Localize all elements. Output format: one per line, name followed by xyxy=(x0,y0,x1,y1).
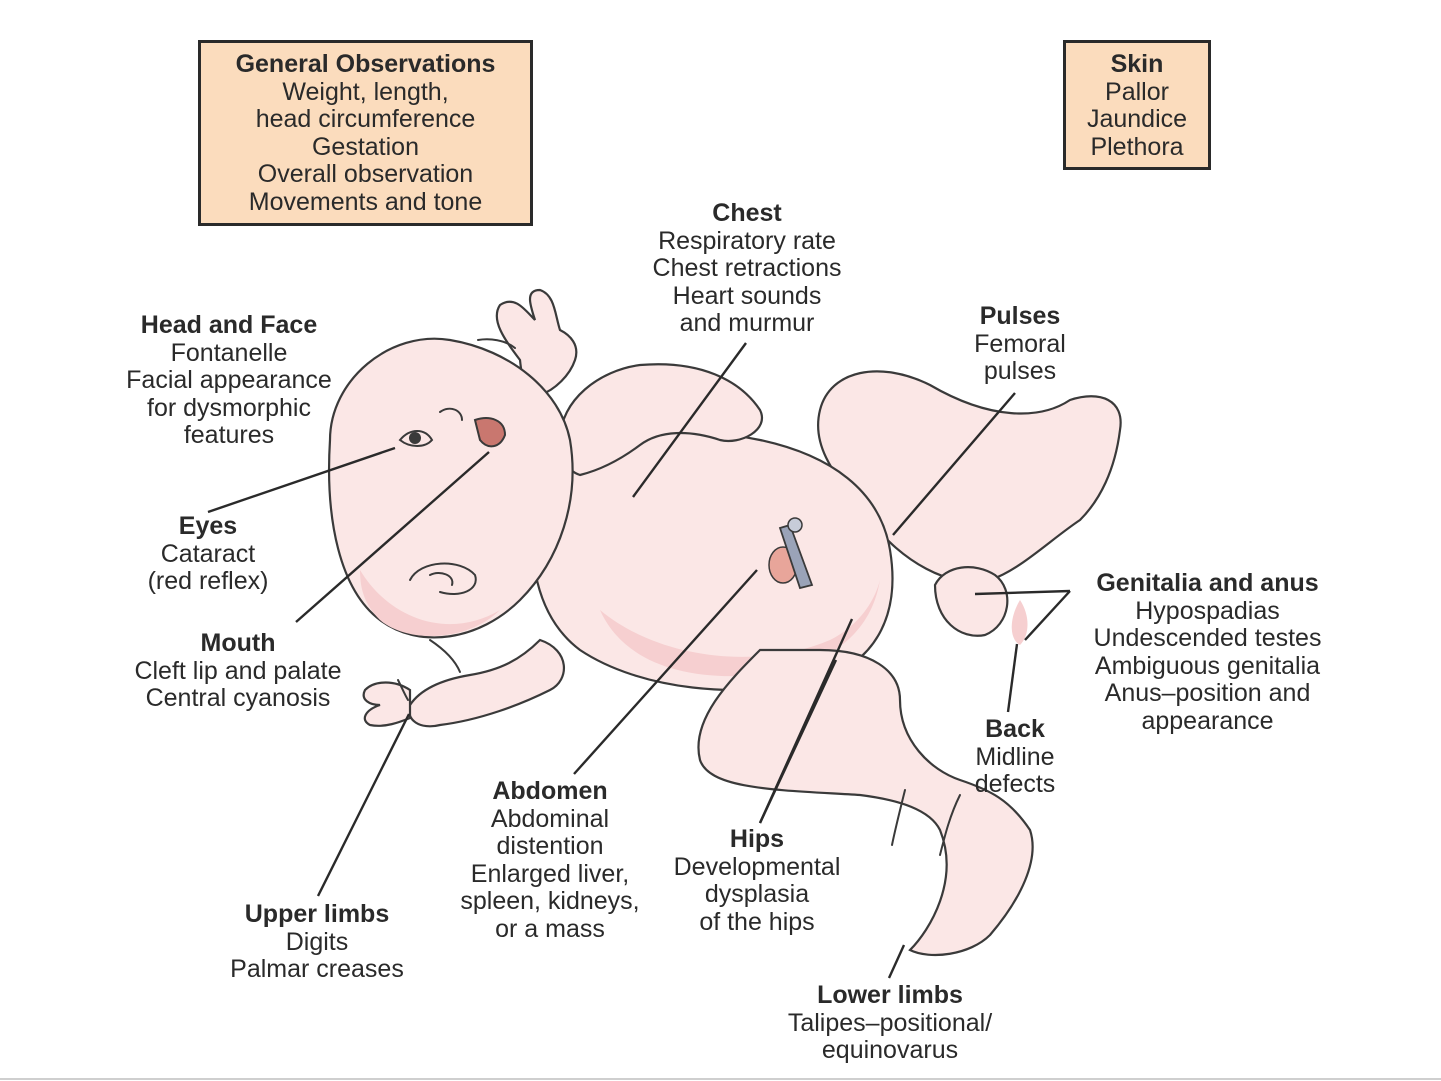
skin-line: Pallor xyxy=(1105,77,1169,106)
mouth-label: Mouth Cleft lip and palate Central cyano… xyxy=(98,629,378,713)
upper-limbs-line: Digits xyxy=(285,927,349,956)
back-label: Back Midline defects xyxy=(935,715,1095,799)
sock-band xyxy=(891,789,961,856)
pulses-line: Femoral xyxy=(974,329,1066,358)
bottom-divider xyxy=(0,1078,1441,1080)
eyes-line: (red reflex) xyxy=(147,567,269,595)
genitalia-line: appearance xyxy=(1141,706,1274,735)
mouth-line: Central cyanosis xyxy=(145,684,331,712)
head-face-line: for dysmorphic xyxy=(147,393,311,422)
upper-limbs-line: Palmar creases xyxy=(230,955,404,983)
genital-region xyxy=(933,566,1009,637)
abdomen-line: distention xyxy=(496,832,604,860)
chest-line: and murmur xyxy=(679,309,815,337)
genitalia-line: Hypospadias xyxy=(1135,596,1280,625)
abdomen-line: spleen, kidneys, xyxy=(460,887,640,915)
genitalia-line: Undescended testes xyxy=(1093,624,1322,652)
mouth-heading: Mouth xyxy=(200,629,276,657)
head-face-heading: Head and Face xyxy=(140,311,318,339)
general-line: Movements and tone xyxy=(248,187,483,216)
hips-line: of the hips xyxy=(699,907,815,936)
hips-leader-b xyxy=(758,659,838,824)
genital-shading xyxy=(1011,600,1028,645)
abdomen-line: Abdominal xyxy=(490,804,610,833)
umbilical-clamp xyxy=(778,523,814,590)
lower-limbs-line: Talipes–positional/ xyxy=(787,1008,993,1037)
chest-line: Heart sounds xyxy=(672,281,822,310)
chest-line: Chest retractions xyxy=(652,254,842,282)
mouth-line: Cleft lip and palate xyxy=(134,656,342,685)
lower-limbs-heading: Lower limbs xyxy=(817,981,963,1009)
back-leader xyxy=(1006,643,1019,713)
upper-limbs-heading: Upper limbs xyxy=(244,900,390,928)
abdomen-leader xyxy=(573,569,758,775)
general-line: Overall observation xyxy=(257,160,474,188)
general-line: Gestation xyxy=(311,132,419,161)
head-face-line: Facial appearance xyxy=(126,366,332,394)
back-line: Midline xyxy=(975,742,1055,771)
genitalia-leader-b xyxy=(1024,590,1071,641)
general-observations-box: General Observations Weight, length, hea… xyxy=(198,40,533,226)
eye-pupil xyxy=(409,432,421,444)
pulses-leader xyxy=(892,392,1016,536)
genitalia-line: Anus–position and xyxy=(1104,679,1311,707)
clamp-tip xyxy=(787,517,803,533)
mouth-leader xyxy=(295,451,490,623)
genitalia-heading: Genitalia and anus xyxy=(1096,569,1319,597)
skin-heading: Skin xyxy=(1110,50,1164,78)
lower-fingers xyxy=(397,639,461,701)
upper-limbs-leader xyxy=(316,713,411,897)
lower-limbs-label: Lower limbs Talipes–positional/ equinova… xyxy=(755,981,1025,1065)
skin-line: Jaundice xyxy=(1086,105,1188,133)
head-shading xyxy=(360,570,500,637)
abdomen-line: or a mass xyxy=(495,914,605,943)
abdomen-line: Enlarged liver, xyxy=(470,859,630,888)
eyes-line: Cataract xyxy=(160,539,256,568)
left-leg xyxy=(697,648,1034,957)
chest-label: Chest Respiratory rate Chest retractions… xyxy=(597,199,897,338)
pulses-line: pulses xyxy=(983,357,1057,385)
head-face-line: Fontanelle xyxy=(170,338,288,367)
eye-outline xyxy=(398,430,434,447)
genitalia-label: Genitalia and anus Hypospadias Undescend… xyxy=(1060,569,1355,735)
lower-hand xyxy=(362,681,412,727)
lower-arm xyxy=(407,638,565,728)
mouth-open xyxy=(473,417,507,448)
back-heading: Back xyxy=(985,715,1045,743)
hips-label: Hips Developmental dysplasia of the hips xyxy=(647,825,867,936)
hips-line: dysplasia xyxy=(704,880,810,908)
head-face-label: Head and Face Fontanelle Facial appearan… xyxy=(84,311,374,450)
general-line: head circumference xyxy=(255,105,476,133)
chest-line: Respiratory rate xyxy=(658,226,836,255)
chest-heading: Chest xyxy=(712,199,782,227)
eyes-leader xyxy=(207,446,396,514)
genitalia-leader-a xyxy=(974,589,1071,596)
infant-illustration xyxy=(327,288,1122,957)
abdomen-heading: Abdomen xyxy=(492,777,608,805)
eyes-label: Eyes Cataract (red reflex) xyxy=(108,512,308,596)
lower-limbs-line: equinovarus xyxy=(821,1036,959,1064)
lower-limbs-leader xyxy=(887,944,906,979)
hips-heading: Hips xyxy=(729,825,785,853)
pulses-label: Pulses Femoral pulses xyxy=(920,302,1120,386)
eyes-heading: Eyes xyxy=(178,512,238,540)
head-face-line: features xyxy=(183,421,275,449)
nose xyxy=(439,407,463,421)
upper-limbs-label: Upper limbs Digits Palmar creases xyxy=(197,900,437,984)
ear xyxy=(409,562,477,595)
skin-box: Skin Pallor Jaundice Plethora xyxy=(1063,40,1211,170)
general-line: Weight, length, xyxy=(282,77,449,106)
back-line: defects xyxy=(974,770,1056,798)
chest-leader xyxy=(632,342,747,498)
pulses-heading: Pulses xyxy=(979,302,1061,330)
general-observations-heading: General Observations xyxy=(235,50,496,78)
genitalia-line: Ambiguous genitalia xyxy=(1094,651,1321,680)
abdomen-label: Abdomen Abdominal distention Enlarged li… xyxy=(430,777,670,943)
hips-line: Developmental xyxy=(673,852,841,881)
leader-lines xyxy=(207,342,1071,979)
head xyxy=(327,337,574,639)
skin-line: Plethora xyxy=(1090,132,1184,161)
